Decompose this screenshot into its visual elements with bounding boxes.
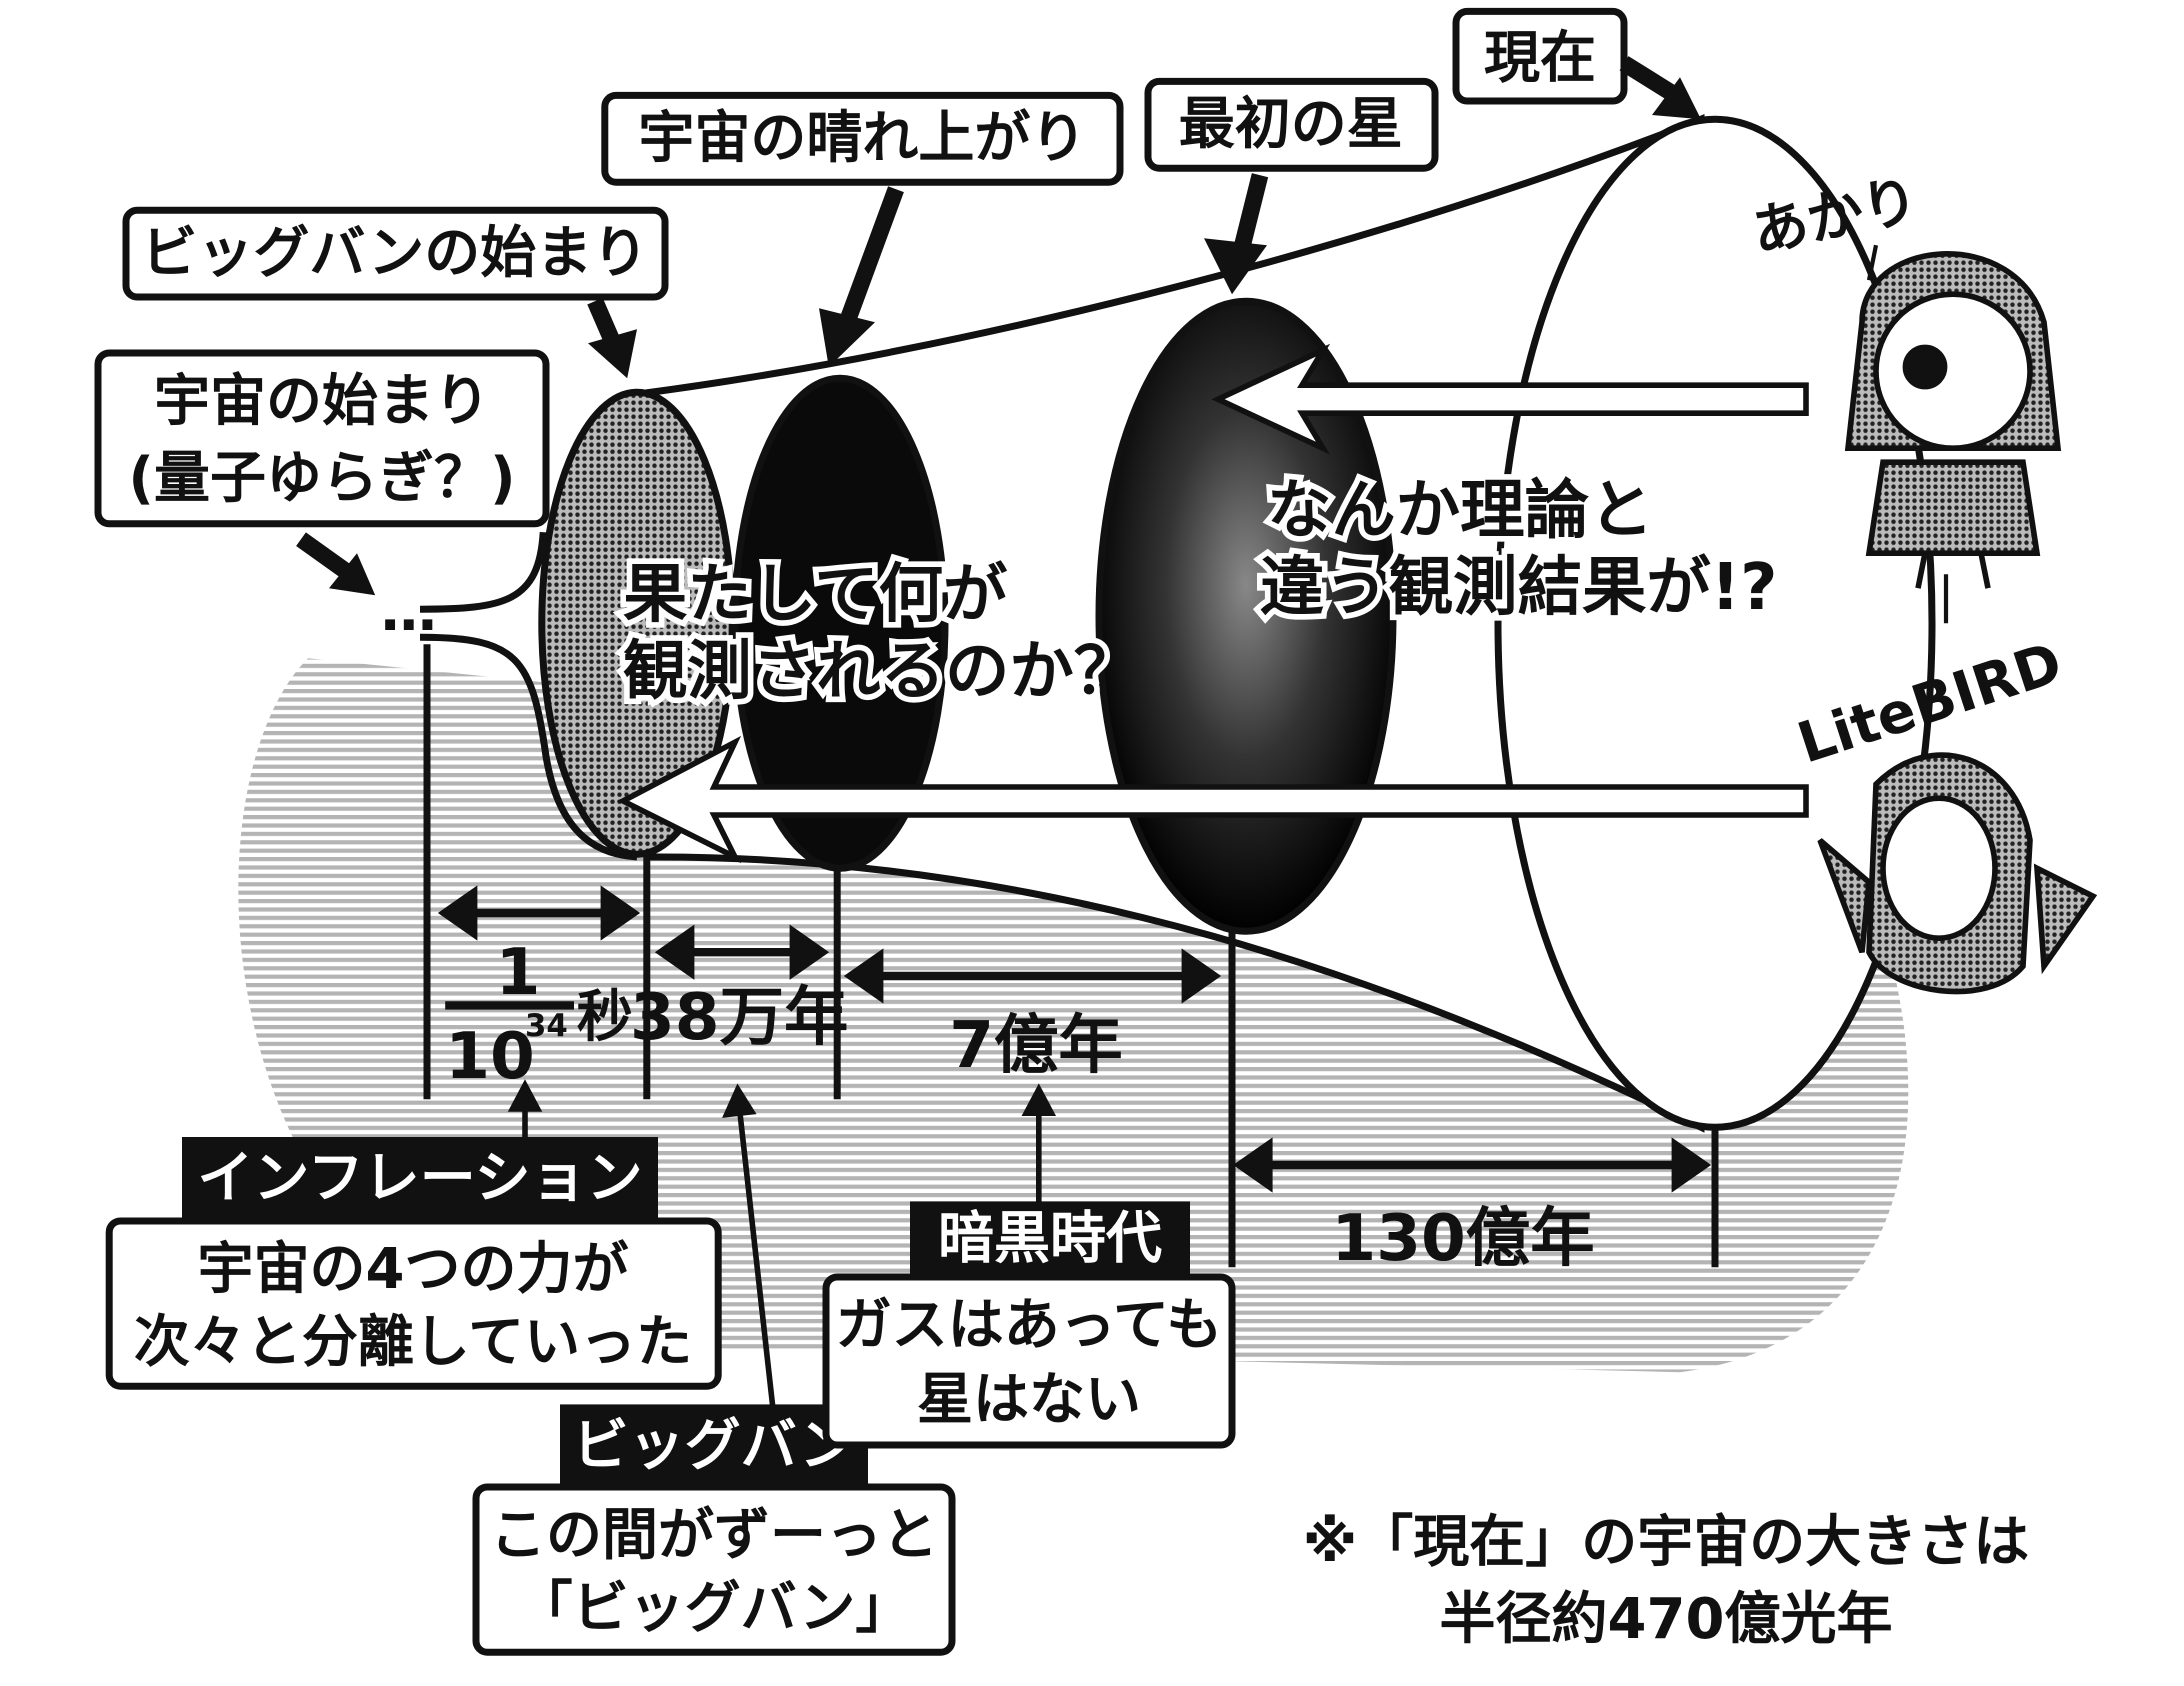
note-pointers xyxy=(507,1079,1057,1408)
inflation-numerator: 1 xyxy=(496,935,541,1010)
universe-start-label: 宇宙の始まり (量子ゆらぎ？) … xyxy=(94,349,550,644)
interval-13b-years: 130億年 xyxy=(1331,1201,1594,1276)
big-bang-title: ビッグバン xyxy=(573,1414,856,1479)
first-stars-label: 最初の星 xyxy=(1144,77,1439,295)
size-note-line-1: ※「現在」の宇宙の大きさは xyxy=(1303,1510,2029,1575)
big-bang-note: ビッグバン この間がずーっと 「ビッグバン」 xyxy=(472,1404,956,1656)
inflation-exponent: 34 xyxy=(525,1008,568,1044)
universe-size-note: ※「現在」の宇宙の大きさは 半径約470億光年 xyxy=(1303,1510,2029,1652)
big-bang-line-2: 「ビッグバン」 xyxy=(517,1576,912,1641)
litebird-character xyxy=(1817,752,2098,995)
big-bang-line-1: この間がずーっと xyxy=(490,1503,938,1568)
interval-arrows xyxy=(437,885,1712,1193)
inflation-unit: 秒 xyxy=(577,985,633,1050)
dark-ages-line-2: 星はない xyxy=(917,1367,1141,1432)
question-2-line-1: なんか理論と xyxy=(1267,473,1653,548)
present-text: 現在 xyxy=(1484,26,1596,91)
dark-ages-note: 暗黒時代 ガスはあっても 星はない xyxy=(822,1201,1236,1449)
observation-arrow-lower xyxy=(616,735,1809,864)
inflation-line-1: 宇宙の4つの力が xyxy=(198,1237,629,1302)
present-label: 現在 xyxy=(1452,7,1701,120)
ellipsis-text: … xyxy=(381,579,437,644)
dark-ages-line-1: ガスはあっても xyxy=(836,1293,1222,1358)
question-what-observed: 果たして何が 観測されるのか？ xyxy=(617,552,1143,715)
question-1-line-1: 果たして何が xyxy=(623,557,1008,632)
size-note-line-2: 半径約470億光年 xyxy=(1440,1587,1893,1652)
timeline-markers xyxy=(423,644,1719,1268)
dark-ages-title: 暗黒時代 xyxy=(938,1206,1162,1271)
universe-start-text-1: 宇宙の始まり xyxy=(154,369,490,434)
big-bang-start-text: ビッグバンの始まり xyxy=(141,221,648,286)
present-universe-ellipse xyxy=(1494,115,1936,1131)
observation-arrow-upper xyxy=(1211,343,1809,455)
quantum-fluctuation-tube xyxy=(419,531,638,861)
inflation-denominator: 10 xyxy=(445,1019,535,1094)
inflation-duration: 1 10 34 秒 xyxy=(445,935,633,1094)
first-stars-text: 最初の星 xyxy=(1179,92,1403,157)
first-stars-ellipse xyxy=(1095,297,1397,935)
inflation-title: インフレーション xyxy=(197,1146,642,1211)
recombination-label: 宇宙の晴れ上がり xyxy=(601,91,1124,367)
question-unexpected-result: なんか理論と 違う観測結果が!? xyxy=(1254,468,1783,631)
akari-character xyxy=(1844,251,2062,589)
universe-start-text-2: (量子ゆらぎ？) xyxy=(128,446,515,511)
big-bang-start-label: ビッグバンの始まり xyxy=(122,206,669,379)
recombination-text: 宇宙の晴れ上がり xyxy=(638,106,1086,171)
inflation-line-2: 次々と分離していった xyxy=(134,1310,692,1375)
question-1-line-2: 観測されるのか？ xyxy=(623,634,1138,709)
interval-700m-years: 7億年 xyxy=(949,1008,1123,1083)
question-2-line-2: 違う観測結果が!? xyxy=(1260,550,1777,625)
interval-380k-years: 38万年 xyxy=(630,980,848,1055)
inflation-note: インフレーション 宇宙の4つの力が 次々と分離していった xyxy=(105,1137,722,1390)
